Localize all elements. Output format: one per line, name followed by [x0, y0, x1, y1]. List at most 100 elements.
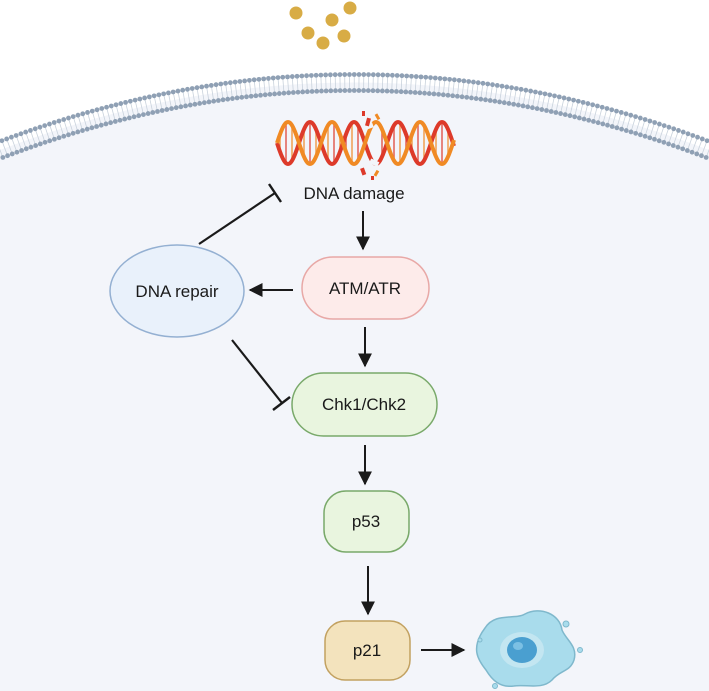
lipid-head [33, 143, 39, 148]
lipid-head [404, 73, 410, 79]
dna-damage-label: DNA damage [303, 184, 404, 203]
lipid-head [275, 75, 281, 80]
lipid-tail [424, 79, 427, 92]
lipid-tail [0, 148, 3, 156]
lipid-tail [249, 82, 252, 95]
lipid-head [42, 123, 48, 129]
lipid-head [418, 74, 424, 80]
lipid-head [523, 87, 529, 93]
lipid-head [375, 72, 381, 78]
lipid-tail [139, 100, 144, 113]
lipid-tail [668, 130, 674, 143]
lipid-head [150, 110, 156, 115]
p53-label: p53 [352, 512, 380, 531]
lipid-head [548, 109, 554, 114]
lipid-tail [682, 135, 688, 148]
lipid-tail [475, 84, 479, 97]
lipid-tail [177, 92, 181, 105]
lipid-tail [396, 77, 398, 90]
lipid-head [558, 111, 563, 116]
lipid-head [675, 144, 681, 150]
lipid-head [230, 96, 235, 101]
lipid-tail [414, 78, 417, 91]
lipid-tail [621, 115, 626, 128]
lipid-head [270, 75, 276, 81]
lipid-head [197, 101, 203, 106]
lipid-head [637, 132, 643, 138]
lipid-head [285, 74, 290, 80]
lipid-head [237, 79, 243, 84]
lipid-head [666, 141, 671, 147]
lipid-tail [82, 115, 88, 128]
lipid-tail [570, 101, 574, 114]
lipid-head [37, 141, 43, 147]
lipid-tail [97, 111, 102, 124]
lipid-head [351, 72, 357, 77]
lipid-head [609, 124, 615, 129]
lipid-head [394, 89, 399, 94]
lipid-head [595, 120, 601, 126]
lipid-tail [63, 121, 69, 134]
membrane-inner-heads [0, 88, 709, 160]
lipid-head [28, 128, 33, 133]
lipid-head [680, 129, 686, 135]
lipid-head [104, 104, 109, 110]
lipid-head [525, 104, 531, 110]
lipid-head [164, 107, 170, 112]
lipid-tail [584, 105, 588, 118]
lipid-head [534, 106, 540, 111]
particle-icon [289, 6, 303, 20]
lipid-tail [287, 78, 289, 91]
lipid-tail [504, 88, 507, 101]
lipid-head [442, 76, 448, 82]
lipid-head [480, 80, 486, 86]
lipid-head [704, 138, 709, 144]
lipid-tail [626, 116, 631, 129]
lipid-tail [555, 98, 560, 111]
lipid-head [440, 92, 446, 98]
lipid-head [187, 102, 193, 108]
lipid-tail [461, 82, 465, 95]
lipid-head [276, 91, 282, 96]
lipid-tail [405, 77, 407, 90]
lipid-head [685, 131, 691, 137]
lipid-tail [579, 104, 584, 117]
lipid-head [211, 98, 217, 104]
lipid-head [356, 88, 362, 93]
lipid-tail [158, 96, 163, 109]
lipid-tail [490, 86, 493, 99]
lipid-head [605, 122, 610, 128]
lipid-tail [513, 90, 517, 103]
lipid-tail [87, 114, 92, 127]
lipid-head [56, 118, 62, 124]
lipid-head [127, 98, 133, 104]
lipid-head [227, 80, 233, 86]
lipid-tail [659, 127, 664, 140]
lipid-tail [44, 127, 50, 140]
lipid-head [47, 121, 52, 127]
lipid-head [661, 139, 667, 145]
lipid-head [567, 113, 573, 119]
lipid-tail [25, 133, 31, 146]
lipid-head [347, 72, 352, 77]
extracellular-particles [289, 1, 357, 50]
lipid-head [155, 109, 160, 114]
lipid-head [409, 73, 414, 79]
lipid-tail [35, 130, 41, 143]
lipid-head [118, 101, 124, 106]
lipid-head [490, 82, 495, 88]
lipid-tail [551, 97, 555, 110]
lipid-head [530, 105, 535, 111]
lipid-tail [268, 80, 271, 93]
lipid-head [9, 134, 14, 140]
lipid-head [281, 90, 287, 96]
lipid-tail [182, 92, 186, 105]
lipid-head [262, 92, 268, 98]
lipid-head [80, 128, 85, 133]
lipid-tail [206, 88, 210, 101]
lipid-head [323, 72, 329, 78]
lipid-head [642, 117, 648, 122]
lipid-head [537, 90, 543, 96]
lipid-head [256, 76, 262, 82]
lipid-head [445, 92, 451, 98]
